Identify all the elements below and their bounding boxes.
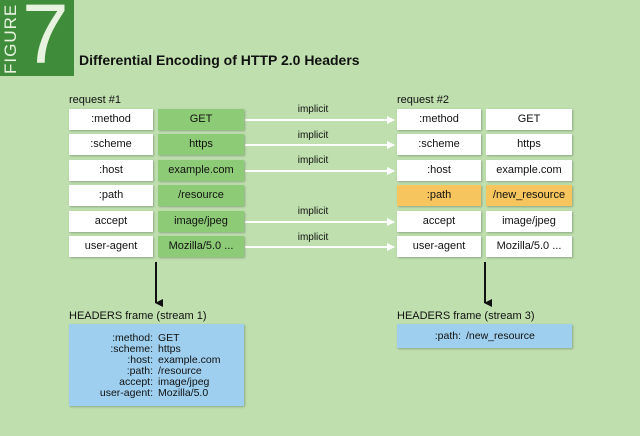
req2-value-host: example.com <box>486 160 572 181</box>
req1-value-user-agent: Mozilla/5.0 ... <box>158 236 244 257</box>
frame1-value: GET <box>158 332 180 344</box>
req2-name-accept: accept <box>397 211 481 232</box>
request2-label: request #2 <box>397 94 449 106</box>
frame1-value: image/jpeg <box>158 376 210 388</box>
frame1-value: Mozilla/5.0 <box>158 387 209 399</box>
req1-value-method: GET <box>158 109 244 130</box>
req2-value-scheme: https <box>486 134 572 155</box>
frame1-key: :path: <box>126 365 153 377</box>
frame1-key: accept: <box>119 376 153 388</box>
request1-label: request #1 <box>69 94 121 106</box>
implicit-label-scheme: implicit <box>297 130 329 141</box>
req2-value-accept: image/jpeg <box>486 211 572 232</box>
frame2-value: /new_resource <box>466 330 535 342</box>
frame1-key: :method: <box>112 332 153 344</box>
diagram-title: Differential Encoding of HTTP 2.0 Header… <box>79 52 360 68</box>
req1-name-path: :path <box>69 185 153 206</box>
implicit-label-host: implicit <box>297 155 329 166</box>
figure-badge: FIGURE 7 <box>0 0 74 76</box>
implicit-label-method: implicit <box>297 104 329 115</box>
req1-name-scheme: :scheme <box>69 134 153 155</box>
frame1-key: :scheme: <box>110 343 153 355</box>
req1-value-host: example.com <box>158 160 244 181</box>
req2-name-path: :path <box>397 185 481 206</box>
frame1-label: HEADERS frame (stream 1) <box>69 310 207 322</box>
req1-name-host: :host <box>69 160 153 181</box>
frame2-label: HEADERS frame (stream 3) <box>397 310 535 322</box>
req2-value-method: GET <box>486 109 572 130</box>
frame1-value: https <box>158 343 181 355</box>
req2-value-path: /new_resource <box>486 185 572 206</box>
req1-value-scheme: https <box>158 134 244 155</box>
req2-name-method: :method <box>397 109 481 130</box>
req1-name-accept: accept <box>69 211 153 232</box>
figure-number: 7 <box>22 0 69 81</box>
req1-value-accept: image/jpeg <box>158 211 244 232</box>
req2-name-user-agent: user-agent <box>397 236 481 257</box>
req2-name-scheme: :scheme <box>397 134 481 155</box>
req1-name-user-agent: user-agent <box>69 236 153 257</box>
frame1-value: example.com <box>158 354 221 366</box>
req1-name-method: :method <box>69 109 153 130</box>
headers-frame-stream1: :method: GET :scheme: https :host: examp… <box>69 324 244 406</box>
frame1-key: :host: <box>127 354 153 366</box>
req2-value-user-agent: Mozilla/5.0 ... <box>486 236 572 257</box>
implicit-label-user-agent: implicit <box>297 232 329 243</box>
req2-name-host: :host <box>397 160 481 181</box>
frame2-key: :path: <box>434 330 461 342</box>
implicit-label-accept: implicit <box>297 206 329 217</box>
headers-frame-stream3: :path: /new_resource <box>397 324 572 348</box>
frame1-value: /resource <box>158 365 202 377</box>
frame1-key: user-agent: <box>99 387 153 399</box>
req1-value-path: /resource <box>158 185 244 206</box>
